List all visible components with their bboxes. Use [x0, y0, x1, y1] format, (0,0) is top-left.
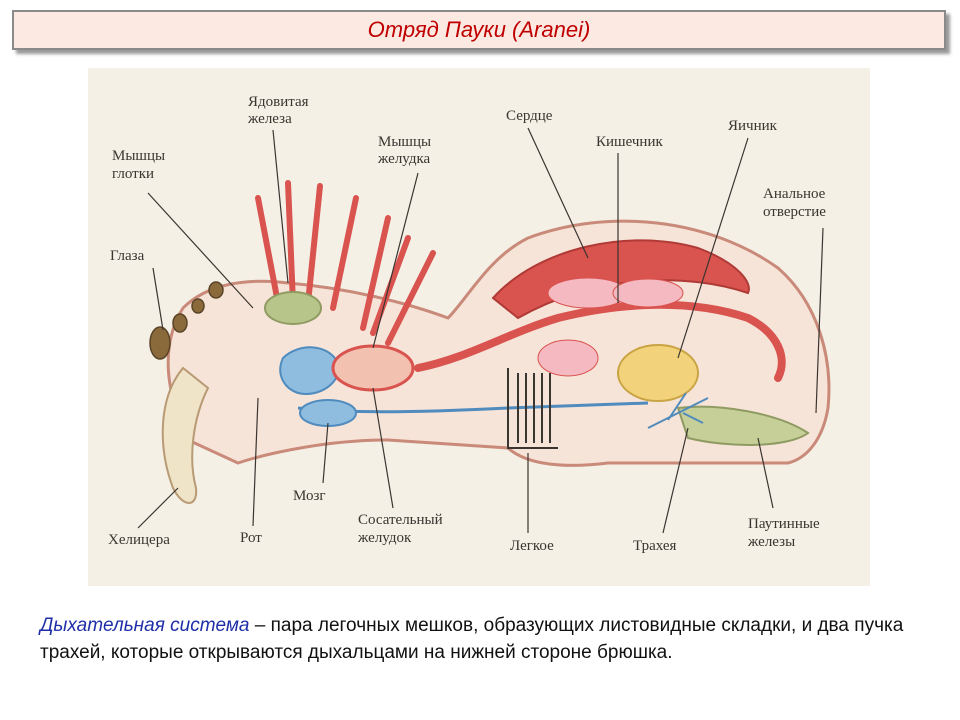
- label-heart: Сердце: [506, 108, 553, 124]
- spider-anatomy-diagram: Ядовитая железа Мышцы желудка Сердце Киш…: [108, 94, 831, 554]
- caption-term: Дыхательная система: [40, 615, 250, 636]
- digestive-glands: [537, 277, 684, 377]
- label-spinning-glands-1: Паутинные: [748, 516, 820, 532]
- label-spinning-glands-2: железы: [747, 534, 795, 550]
- slide-title: Отряд Пауки (Aranei): [367, 17, 591, 42]
- sucking-stomach: [331, 344, 415, 392]
- label-pharynx-muscles-1: Мышцы: [112, 148, 165, 164]
- label-poison-gland-2: железа: [247, 111, 292, 127]
- label-anal-opening-2: отверстие: [763, 204, 826, 220]
- label-poison-gland-1: Ядовитая: [248, 94, 309, 110]
- label-brain: Мозг: [293, 488, 326, 504]
- label-trachea: Трахея: [633, 538, 677, 554]
- chelicera-shape: [161, 366, 210, 504]
- label-mouth: Рот: [240, 530, 262, 546]
- ovary: [617, 344, 699, 402]
- muscle-fan: [255, 180, 436, 346]
- poison-gland: [264, 291, 322, 325]
- caption-text: – пара легочных мешков, образующих листо…: [40, 615, 904, 663]
- label-stomach-muscles-1: Мышцы: [378, 134, 431, 150]
- label-ovary: Яичник: [728, 118, 778, 134]
- brain: [279, 346, 340, 395]
- eyes: [149, 281, 224, 360]
- leader-lines: [137, 127, 824, 534]
- label-stomach-muscles-2: желудка: [377, 151, 431, 167]
- label-sucking-stomach-2: желудок: [357, 530, 412, 546]
- lung: [507, 368, 558, 449]
- subesoph-ganglion: [299, 399, 357, 427]
- label-intestine: Кишечник: [596, 134, 663, 150]
- spinning-glands: [676, 405, 810, 446]
- label-sucking-stomach-1: Сосательный: [358, 512, 443, 528]
- label-chelicera: Хелицера: [108, 532, 170, 548]
- caption: Дыхательная система – пара легочных мешк…: [40, 612, 930, 666]
- label-pharynx-muscles-2: глотки: [112, 166, 154, 182]
- label-eyes: Глаза: [110, 248, 145, 264]
- spider-anatomy-figure: Ядовитая железа Мышцы желудка Сердце Киш…: [88, 68, 870, 586]
- label-anal-opening-1: Анальное: [763, 186, 826, 202]
- label-lung: Легкое: [510, 538, 554, 554]
- trachea: [647, 392, 709, 429]
- title-box: Отряд Пауки (Aranei): [12, 10, 946, 50]
